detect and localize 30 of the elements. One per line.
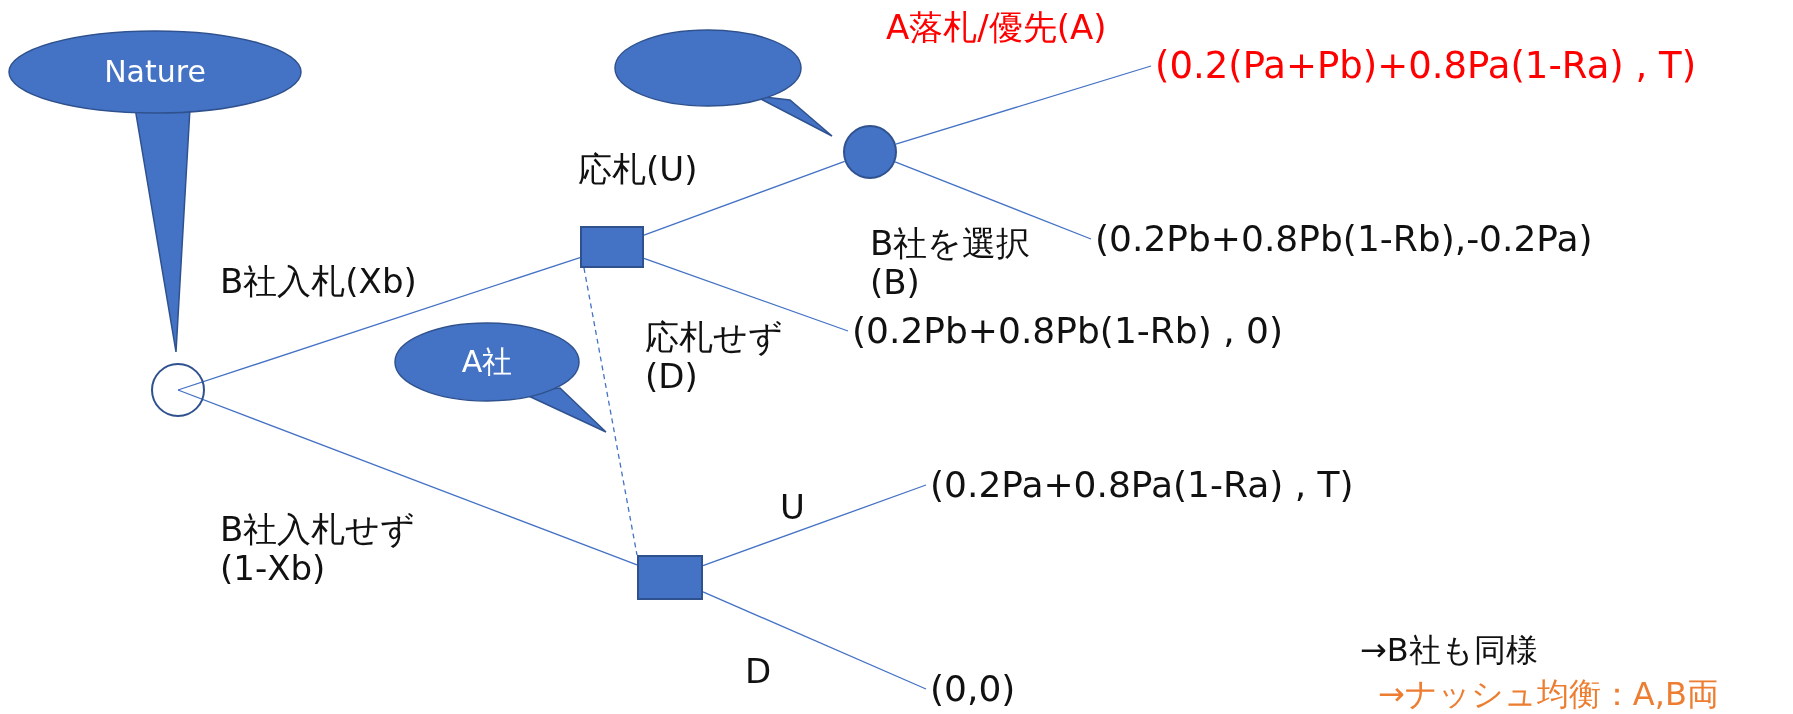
decision-node-square	[580, 226, 644, 268]
payoff-text: (0,0)	[930, 666, 1050, 712]
branch-line	[643, 257, 849, 332]
branch-label: D	[745, 652, 773, 692]
branch-label: B社を選択(B)	[870, 224, 1032, 303]
branch-label: 応札せず(D)	[645, 318, 784, 397]
branch-line	[702, 591, 927, 690]
decision-node-circle	[843, 125, 897, 179]
branch-line	[894, 161, 1092, 240]
payoff-text: (0.2(Pa+Pb)+0.8Pa(1-Ra) , T)	[1155, 40, 1791, 92]
branch-line	[177, 389, 638, 566]
payoff-text: (0.2Pb+0.8Pb(1-Rb) , 0)	[852, 306, 1372, 356]
branch-line	[177, 256, 581, 391]
callout-text: A社	[461, 344, 513, 380]
payoff-text: (0.2Pa+0.8Pa(1-Ra) , T)	[930, 460, 1450, 510]
branch-label: B社入札せず(1-Xb)	[220, 510, 417, 589]
branch-label: B社入札(Xb)	[220, 262, 418, 302]
note-text: →ナッシュ均衡：A,B両	[1378, 676, 1719, 713]
branch-label: A落札/優先(A)	[886, 8, 1108, 48]
branch-label: 応札(U)	[578, 150, 699, 190]
note-text: →B社も同様	[1360, 632, 1538, 669]
branch-label: U	[780, 488, 806, 528]
callout-text: Nature	[104, 54, 206, 90]
branch-line	[895, 65, 1152, 145]
chance-node-circle	[151, 363, 205, 417]
branch-line	[702, 484, 927, 567]
branch-line	[643, 160, 846, 236]
information-set-line	[583, 267, 638, 556]
decision-node-square	[637, 555, 703, 600]
payoff-text: (0.2Pb+0.8Pb(1-Rb),-0.2Pa)	[1095, 214, 1695, 264]
